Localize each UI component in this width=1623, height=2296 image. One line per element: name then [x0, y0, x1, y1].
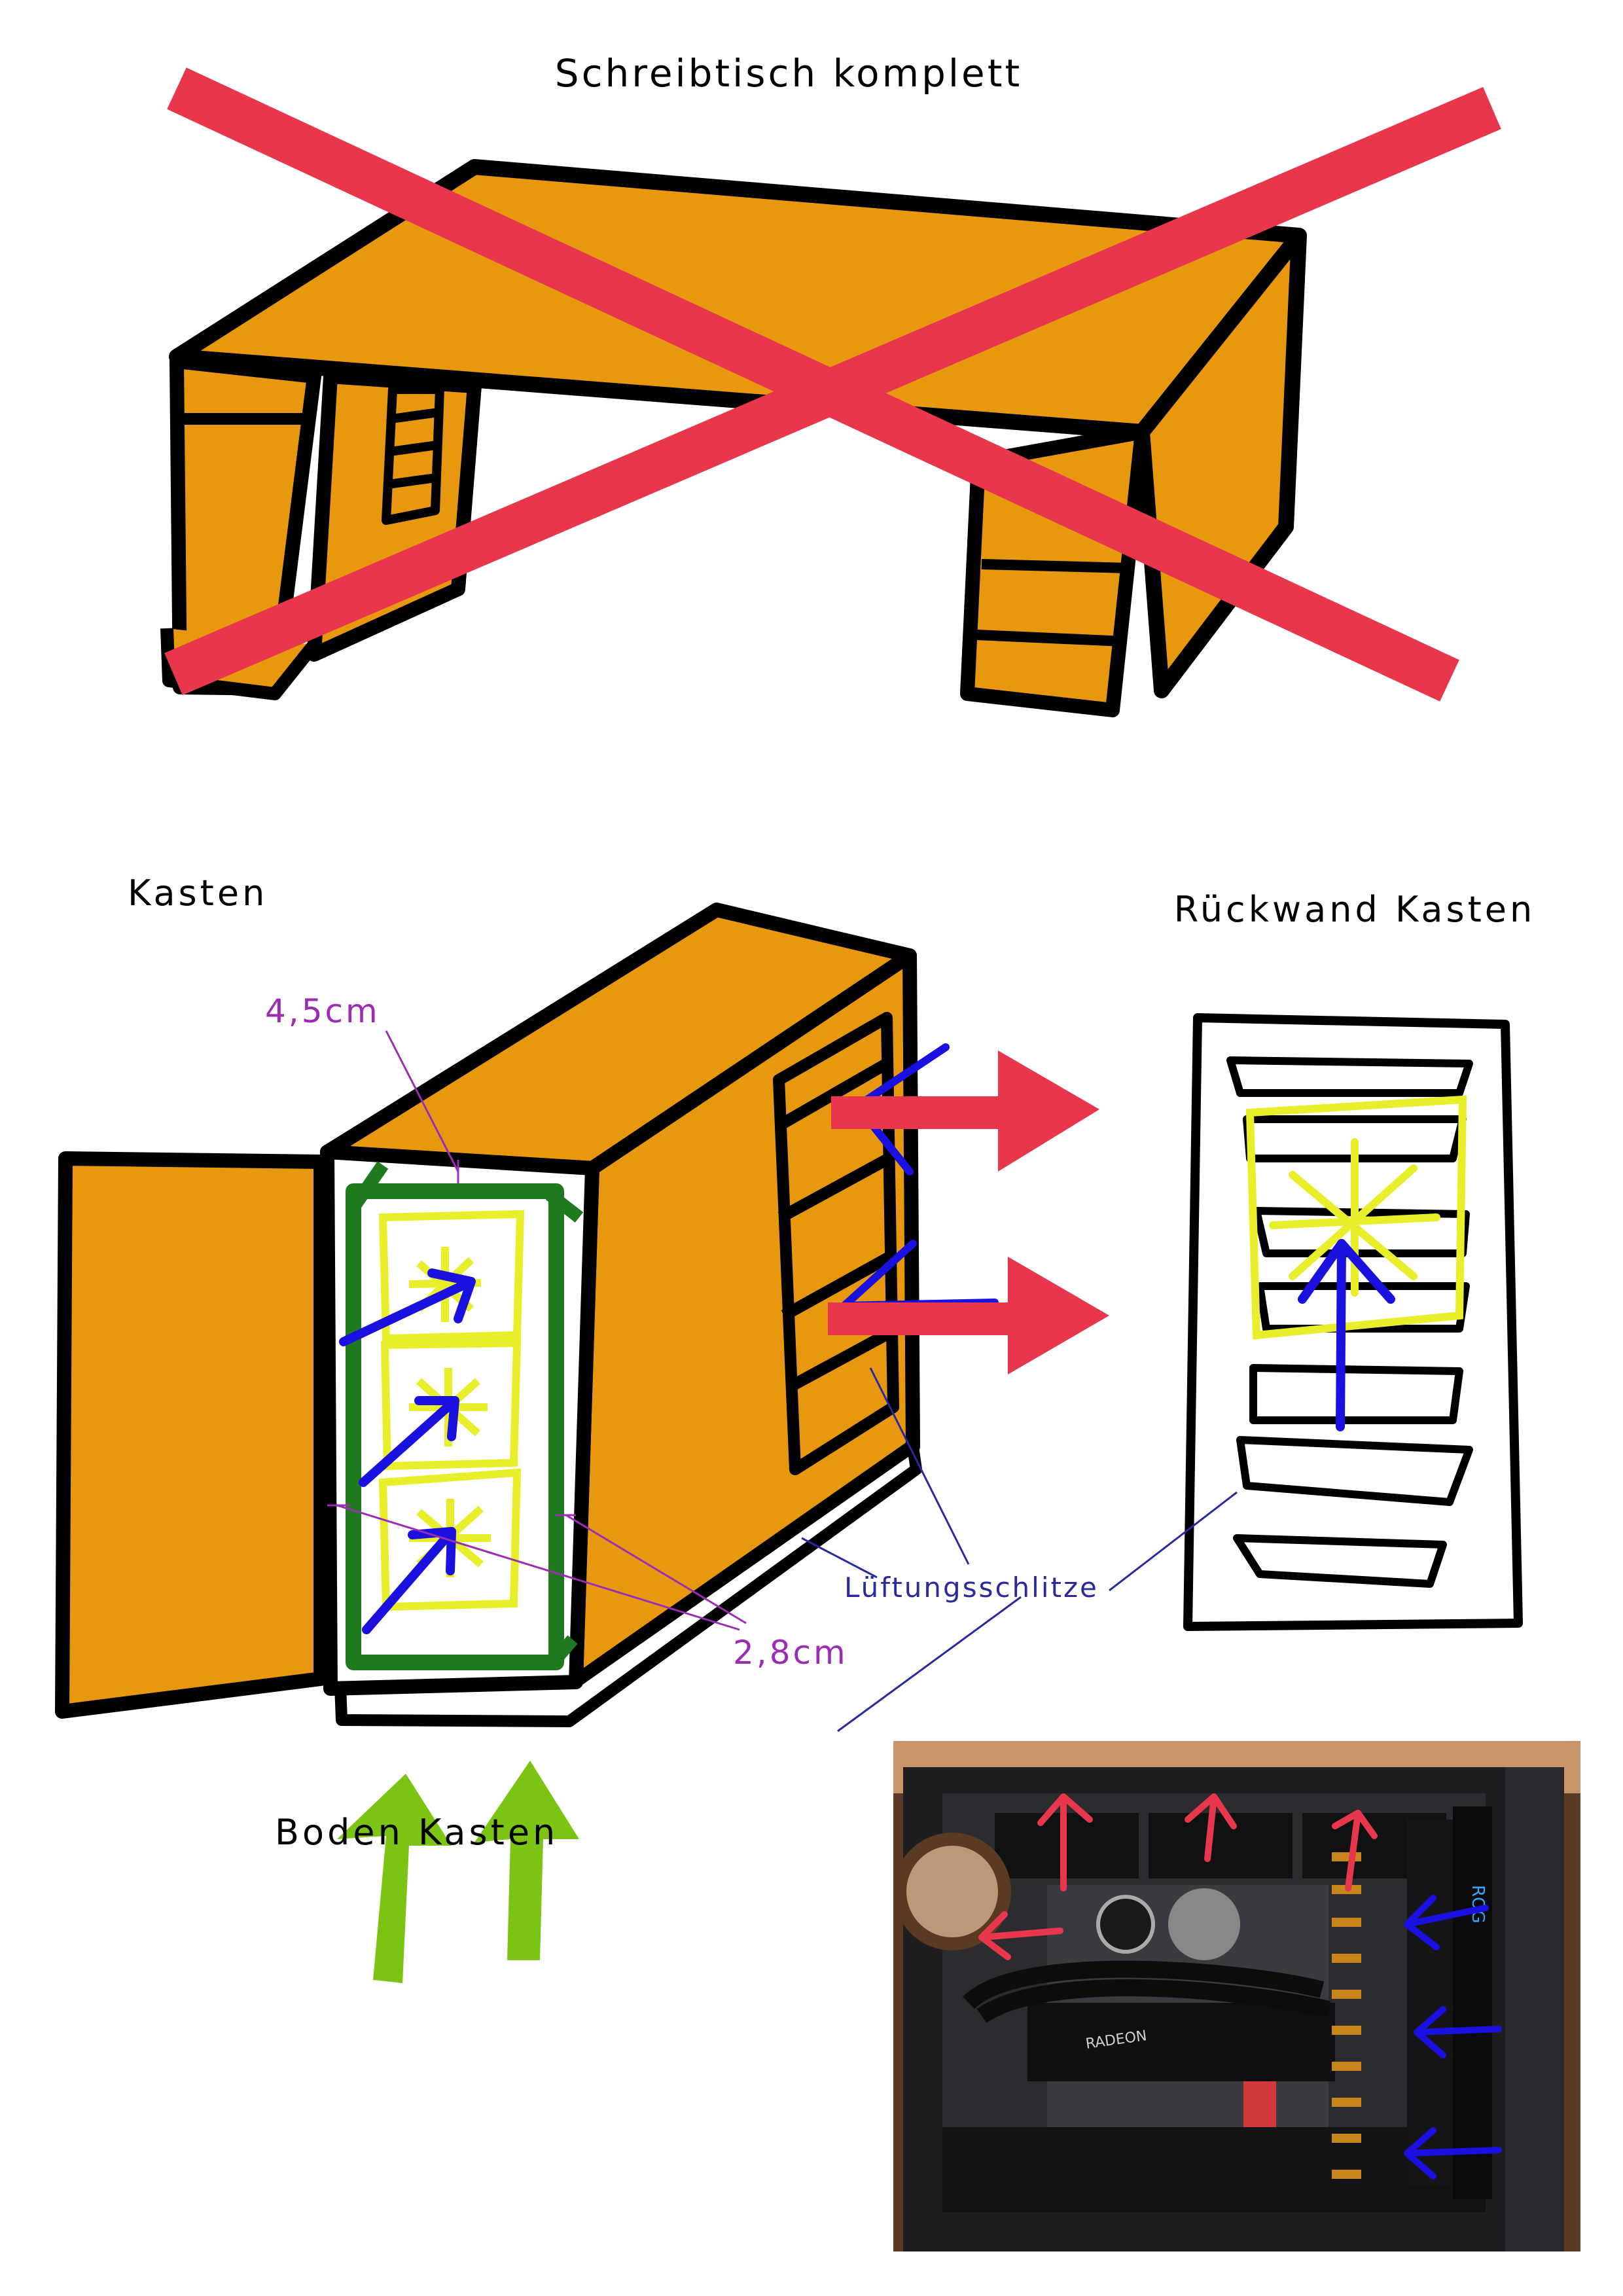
photo-rear-fan — [893, 1833, 1011, 1950]
photo-exhaust-arrows — [978, 1793, 1378, 1960]
photo-fan-brand: ROG — [1468, 1885, 1488, 1924]
depth-measure-label: 4,5cm — [265, 992, 380, 1030]
photo-case-trim — [1505, 1767, 1564, 2251]
box-drawing — [55, 903, 1109, 1727]
back-title: Rückwand Kasten — [1174, 889, 1536, 930]
back-vent-slots — [1226, 1056, 1473, 1588]
back-panel-drawing — [1183, 1013, 1523, 1631]
desk-right-drawer-line-1 — [981, 559, 1130, 573]
gap-measure-label: 2,8cm — [733, 1634, 848, 1672]
vents-leader-4 — [837, 1596, 1022, 1732]
side-vents — [773, 1012, 899, 1475]
photo-bottom-mesh — [942, 2127, 1486, 2212]
desk-drawing — [160, 67, 1501, 717]
desk-middle-ladder — [382, 385, 444, 525]
fan-frame-corner-1 — [348, 1161, 389, 1211]
vents-label: Lüftungsschlitze — [844, 1571, 1099, 1604]
vents-annotation: Lüftungsschlitze — [801, 1367, 1238, 1732]
photo-intake-arrows — [1404, 1895, 1502, 2179]
desk-right-drawer-line-2 — [976, 630, 1125, 647]
vents-leader-2 — [801, 1537, 878, 1579]
photo-pump-inner — [1096, 1895, 1155, 1954]
gap-leader-1 — [336, 1504, 740, 1631]
photo-pump — [1168, 1888, 1240, 1960]
front-intake-arrows — [339, 1268, 476, 1634]
exhaust-arrows — [828, 1050, 1109, 1374]
front-fan-1 — [378, 1210, 525, 1343]
back-fan — [1245, 1095, 1467, 1340]
fan-frame-corner-2 — [545, 1189, 584, 1223]
box-title: Kasten — [128, 872, 268, 914]
cross-line-2 — [164, 86, 1501, 696]
back-fan-airflow-arrow — [1298, 1239, 1395, 1431]
fan-frame-corner-3 — [548, 1635, 578, 1667]
measurements: 4,5cm 2,8cm — [265, 992, 848, 1672]
desk-title: Schreibtisch komplett — [555, 51, 1022, 96]
photo-gpu — [1027, 2003, 1335, 2081]
gap-leader-2 — [565, 1514, 747, 1624]
photo-side-fan — [1453, 1806, 1492, 2199]
pc-photo: RADEON ROG — [893, 1741, 1580, 2251]
vents-leader-1 — [869, 1367, 970, 1565]
vents-leader-3 — [1109, 1491, 1238, 1592]
bottom-label: Boden Kasten — [275, 1812, 558, 1853]
photo-tubes — [962, 1960, 1330, 2023]
depth-measure-leader — [385, 1030, 459, 1172]
box-door — [55, 1151, 328, 1719]
bottom-intake-arrows — [337, 1761, 579, 1983]
